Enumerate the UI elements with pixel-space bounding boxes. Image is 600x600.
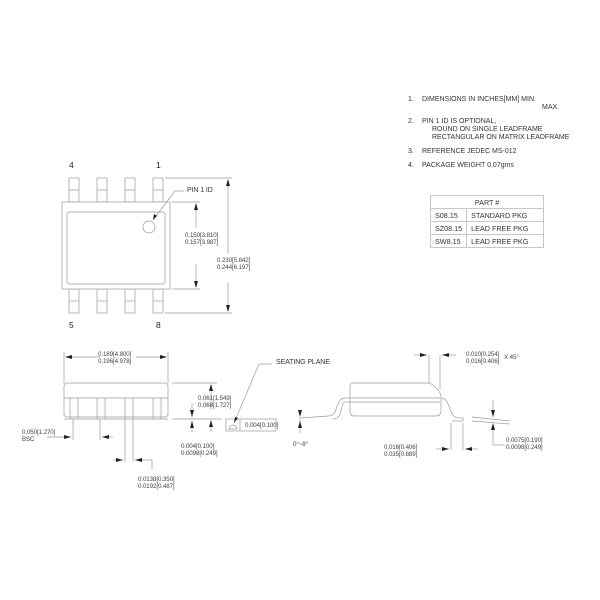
dim-coplanarity: 0.004[0.100] <box>245 422 279 429</box>
dim-body-width: 0.150[3.810]0.157[3.987] <box>185 232 219 247</box>
note-2: 2. PIN 1 ID IS OPTIONAL,ROUND ON SINGLE … <box>408 118 570 141</box>
seating-plane-label: SEATING PLANE <box>276 359 330 366</box>
dim-standoff: 0.004[0.100]0.0098[0.249] <box>181 443 218 458</box>
pin-label-4: 4 <box>69 160 74 170</box>
dim-chamfer-angle: X 45° <box>504 354 519 361</box>
side-view <box>47 352 277 470</box>
dim-length: 0.189[4.800]0.196[4.978] <box>98 351 132 366</box>
dim-pitch: 0.050[1.270]BSC <box>22 429 56 444</box>
dim-foot-length: 0.016[0.406]0.035[0.889] <box>384 444 418 459</box>
note-4: 4. PACKAGE WEIGHT 0.07gms <box>408 162 514 169</box>
dim-overall-width: 0.230[5.842]0.244[6.197] <box>217 257 251 272</box>
dim-lead-width: 0.0138[0.350]0.0192[0.487] <box>138 476 175 491</box>
top-view <box>61 177 232 314</box>
pin-label-5: 5 <box>69 320 74 330</box>
end-view <box>299 354 511 450</box>
part-table-header: PART # <box>429 195 545 209</box>
note-1: 1. DIMENSIONS IN INCHES[MM] MIN.MAX. <box>408 96 560 111</box>
dim-chamfer: 0.010[0.254]0.016[0.406] <box>466 351 500 366</box>
pin1-id-label: PIN 1 ID <box>187 187 213 194</box>
dim-lead-angle: 0°~8° <box>293 441 308 448</box>
pin-label-1: 1 <box>156 160 161 170</box>
note-3: 3. REFERENCE JEDEC MS-012 <box>408 148 517 155</box>
pin-label-8: 8 <box>156 320 161 330</box>
dim-lead-thickness: 0.0075[0.190]0.0098[0.249] <box>506 437 543 452</box>
dim-height: 0.061[1.549]0.068[1.727] <box>198 395 232 410</box>
notes-list: 1. DIMENSIONS IN INCHES[MM] MIN.MAX. 2. … <box>408 96 569 176</box>
